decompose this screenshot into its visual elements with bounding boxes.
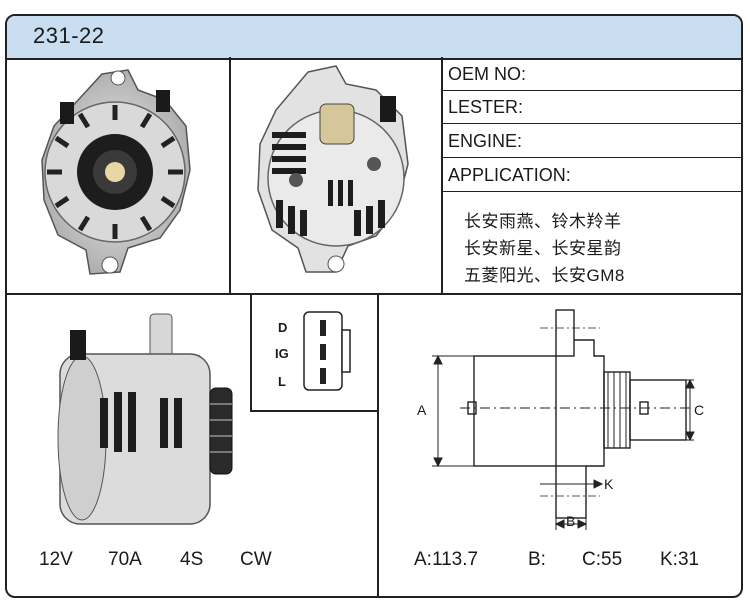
- dim-label-b: B: [566, 513, 576, 529]
- spec-row-line-3: [442, 157, 743, 158]
- rotation-direction: CW: [240, 549, 272, 570]
- spec-row-line-4: [442, 191, 743, 192]
- divider-bottom: [377, 294, 379, 597]
- engine-label: ENGINE:: [448, 131, 523, 151]
- current-rating: 70A: [108, 549, 142, 570]
- dimension-a-value: A:113.7: [414, 549, 479, 570]
- divider-middle: [5, 293, 743, 295]
- application-line-1: 长安雨燕、铃木羚羊: [464, 212, 622, 231]
- dimension-k-value: K:31: [660, 549, 700, 570]
- oem-no-label: OEM NO:: [448, 64, 527, 84]
- alternator-side-view: [57, 313, 233, 525]
- dim-label-a: A: [417, 402, 427, 418]
- title-bar: 231-22: [7, 16, 741, 60]
- connector-box: [250, 294, 378, 412]
- dimension-b-value: B:: [528, 549, 546, 570]
- dim-label-c: C: [694, 402, 705, 418]
- application-line-3: 五菱阳光、长安GM8: [464, 266, 625, 285]
- alternator-front-view: [41, 69, 191, 275]
- application-line-2: 长安新星、长安星韵: [464, 239, 622, 258]
- dim-label-k: K: [604, 476, 614, 492]
- pin-label-d: D: [278, 320, 288, 335]
- dimension-drawing: [432, 309, 695, 530]
- lester-label: LESTER:: [448, 97, 524, 117]
- voltage-rating: 12V: [39, 549, 73, 570]
- part-number-title: 231-22: [33, 23, 105, 48]
- spec-row-line-1: [442, 90, 743, 91]
- divider-top-right: [441, 57, 443, 294]
- connector-diagram: [303, 311, 351, 391]
- alternator-rear-view: [257, 65, 409, 273]
- pin-label-ig: IG: [275, 346, 289, 361]
- dimension-c-value: C:55: [582, 549, 623, 570]
- pin-label-l: L: [278, 374, 286, 389]
- divider-top-left: [229, 57, 231, 294]
- spec-row-line-2: [442, 123, 743, 124]
- application-label: APPLICATION:: [448, 165, 571, 185]
- pulley-type: 4S: [180, 549, 204, 570]
